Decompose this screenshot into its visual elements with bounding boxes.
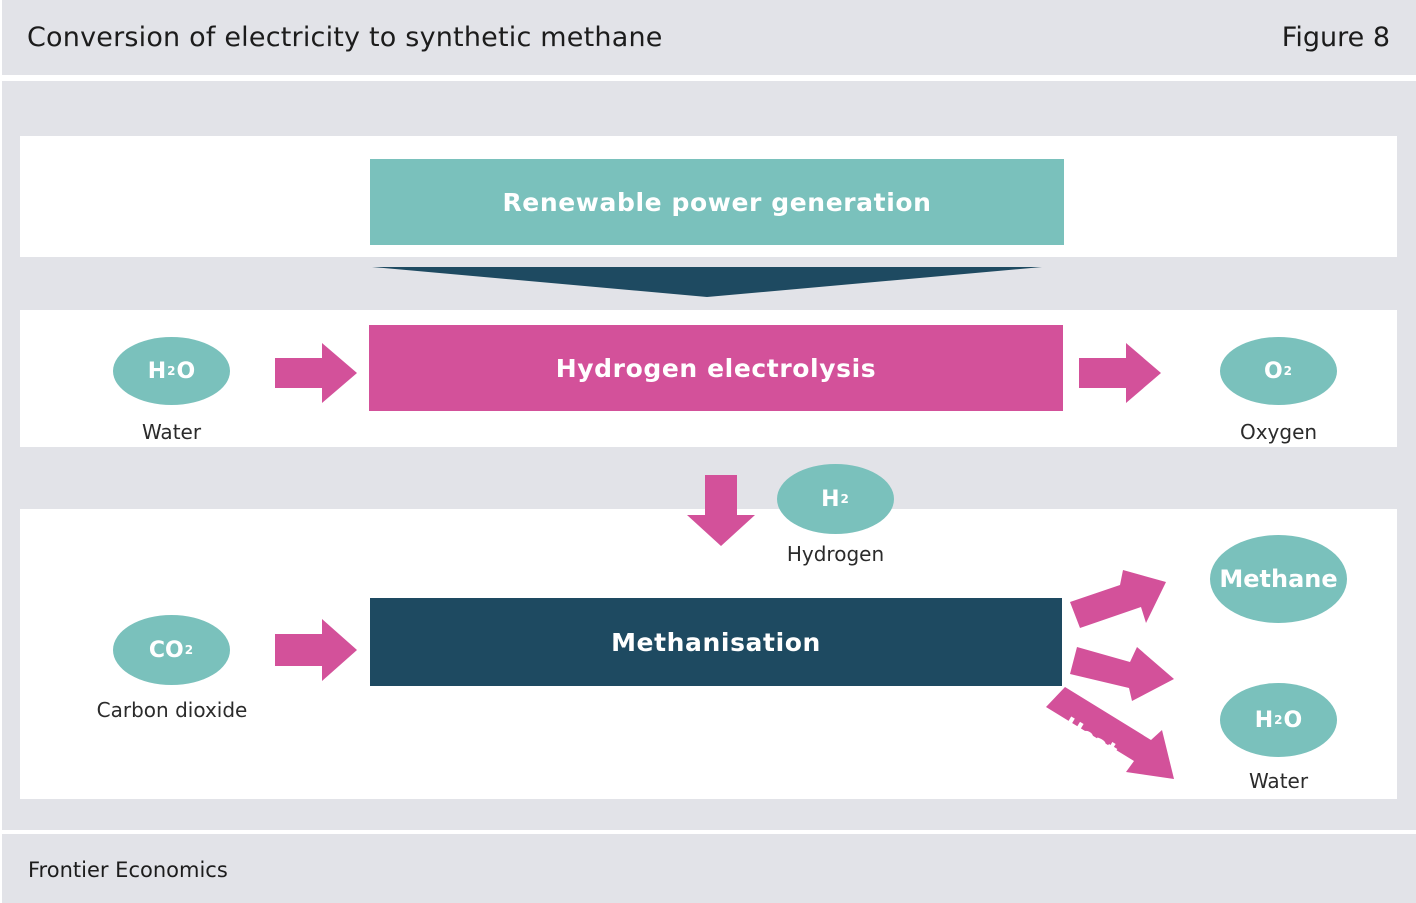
figure-label: Figure 8 <box>1281 22 1390 53</box>
oxygen-caption: Oxygen <box>1239 420 1318 444</box>
hydrogen-caption: Hydrogen <box>786 542 885 566</box>
arrow-water-to-electrolysis <box>275 343 357 403</box>
methanisation-box: Methanisation <box>370 598 1062 686</box>
arrow-to-water <box>1070 647 1174 701</box>
methane-node: Methane <box>1210 535 1347 623</box>
arrow-electrolysis-to-oxygen <box>1079 343 1161 403</box>
header-band <box>2 0 1416 75</box>
water-output-caption: Water <box>1248 769 1309 793</box>
co2-caption: Carbon dioxide <box>96 698 248 722</box>
renewable-power-box: Renewable power generation <box>370 159 1064 245</box>
arrow-co2-to-methanisation <box>275 619 357 681</box>
arrow-hydrogen-down <box>687 475 755 546</box>
arrow-to-methane <box>1070 570 1166 628</box>
water-input-caption: Water <box>141 420 202 444</box>
footer-band <box>2 834 1416 903</box>
source-credit: Frontier Economics <box>28 858 228 882</box>
page-title: Conversion of electricity to synthetic m… <box>27 22 663 53</box>
arrow-heat <box>1046 687 1174 779</box>
funnel-connector <box>372 267 1042 297</box>
hydrogen-electrolysis-box: Hydrogen electrolysis <box>369 325 1063 411</box>
